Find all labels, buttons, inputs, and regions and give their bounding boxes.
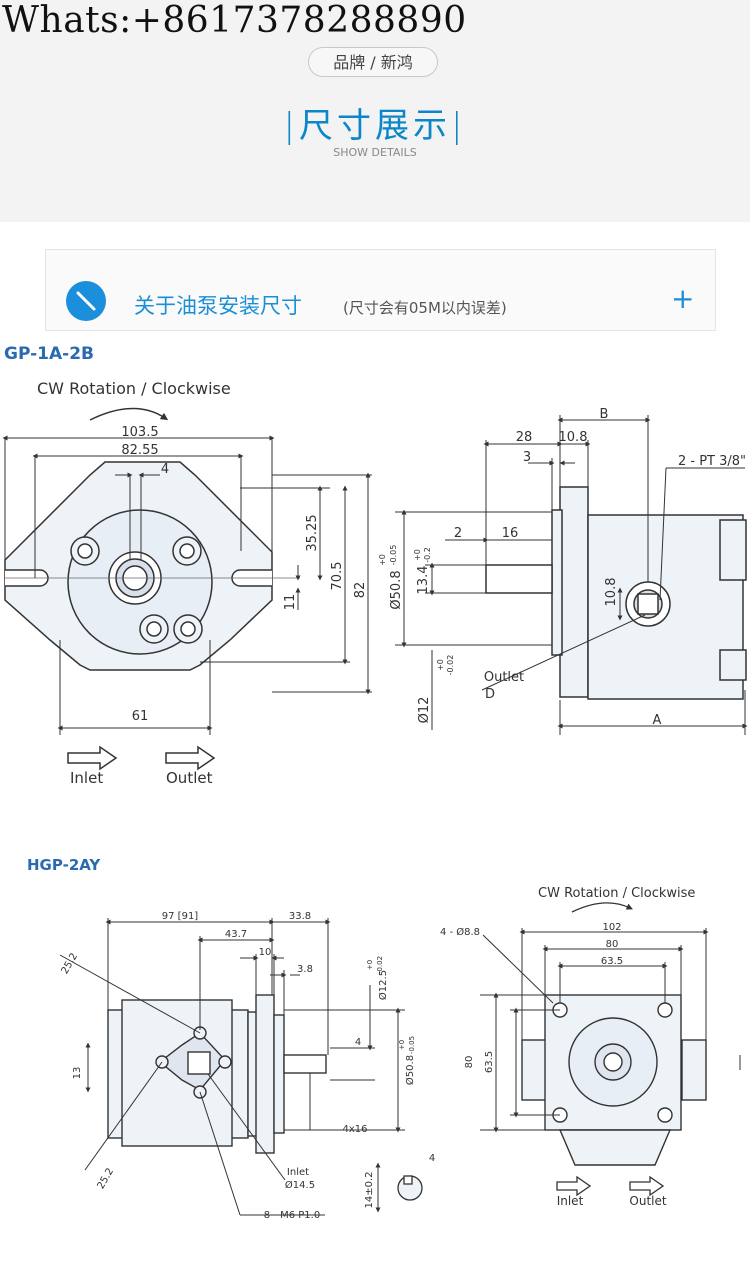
dim-D: D: [485, 687, 495, 702]
dim-4: 4: [161, 462, 169, 477]
dim-12-5: Ø12.5: [377, 970, 389, 1000]
outlet-port-label: Outlet: [484, 670, 524, 685]
dim-14: 14±0.2: [364, 1171, 375, 1208]
dim-12: Ø12: [417, 697, 432, 724]
dim-25-2-b: 25.2: [96, 1166, 117, 1191]
inlet-arrow-icon: [67, 745, 118, 771]
dim-63-5: 63.5: [601, 956, 623, 967]
title-bar-left: |: [283, 106, 299, 146]
outlet-label-1: Outlet: [166, 769, 213, 787]
dim-10-8-b: 10.8: [604, 578, 619, 607]
dim-82-55: 82.55: [121, 443, 158, 458]
slash-circle-icon: [66, 281, 106, 321]
outlet-arrow-icon-2: [629, 1175, 665, 1197]
panel-note: (尺寸会有05M以内误差): [343, 299, 507, 317]
dim-28: 28: [516, 430, 533, 445]
section-subtitle: SHOW DETAILS: [333, 146, 417, 159]
rotation-label-2: CW Rotation / Clockwise: [538, 886, 696, 901]
dim-25-2-a: 25.2: [60, 951, 81, 976]
pump-drawing-hgp2ay: 97 [91] 33.8 43.7 10 3.8 25.2 25.2 13 Ø1…: [60, 902, 741, 1221]
dim-12-tol-upper: +0: [436, 659, 445, 671]
dim-50-8-tol-lower: -0.05: [389, 545, 398, 566]
install-dimensions-panel[interactable]: 关于油泵安装尺寸 (尺寸会有05M以内误差) +: [45, 249, 716, 331]
dim-3: 3: [523, 450, 531, 465]
outlet-arrow-icon: [165, 745, 216, 771]
pump-drawing-gp1a2b: 103.5 82.55 4 61 35.25 70.5 82 11: [2, 407, 748, 771]
bolt-spec-label: 8 - M6 P1.0: [264, 1210, 320, 1221]
dim-2: 2: [454, 526, 462, 541]
dim-33-8: 33.8: [289, 911, 311, 922]
dim-35-25: 35.25: [305, 514, 320, 551]
dim-80-vertical: 80: [464, 1056, 475, 1069]
dim-10-8: 10.8: [559, 430, 588, 445]
dim-4-key: 4: [355, 1037, 361, 1048]
dim-70-5: 70.5: [330, 562, 345, 591]
outlet-label-2: Outlet: [629, 1194, 666, 1208]
dim-103-5: 103.5: [121, 425, 158, 440]
dim-12-tol-lower: -0.02: [446, 655, 455, 676]
inlet-port-label: Inlet: [287, 1167, 309, 1178]
dim-13-4: 13.4: [416, 566, 431, 595]
front-view-body: [4, 461, 273, 671]
dim-4x16: 4x16: [342, 1124, 367, 1135]
model-name-hgp2ay: HGP-2AY: [27, 856, 101, 874]
dim-63-5-vertical: 63.5: [484, 1051, 495, 1073]
dim-13-4-tol-lower: -0.2: [423, 547, 432, 563]
dim-A: A: [653, 713, 662, 728]
dim-50-8: Ø50.8: [389, 570, 404, 609]
expand-plus-icon[interactable]: +: [671, 282, 695, 315]
title-bar-right: |: [451, 106, 467, 146]
dim-B: B: [600, 407, 609, 422]
contact-phone: Whats:+8617378288890: [2, 0, 467, 41]
dim-50-8-b: Ø50.8: [404, 1055, 416, 1085]
side-view-body: [485, 486, 747, 700]
title-text: 尺寸展示: [299, 106, 451, 146]
rotation-label-1: CW Rotation / Clockwise: [37, 379, 231, 398]
key-section: [397, 1175, 423, 1201]
inlet-arrow-icon-2: [556, 1175, 592, 1197]
dim-16: 16: [502, 526, 519, 541]
brand-badge: 品牌 / 新鸿: [308, 47, 438, 77]
dim-14-5: Ø14.5: [285, 1179, 315, 1191]
dim-102: 102: [602, 922, 621, 933]
dim-13: 13: [72, 1067, 83, 1080]
hgp-front-view-body: [521, 994, 707, 1166]
dim-97: 97 [91]: [162, 911, 199, 922]
section-title: |尺寸展示|: [0, 98, 750, 147]
dim-50-8-tol-upper: +0: [378, 554, 387, 566]
dim-82: 82: [353, 582, 368, 599]
inlet-label-2: Inlet: [557, 1194, 584, 1208]
dim-3-8: 3.8: [297, 964, 313, 975]
dim-50-8-b-tol-upper: +0: [398, 1040, 406, 1050]
port-thread-label: 2 - PT 3/8": [678, 454, 746, 469]
inlet-label-1: Inlet: [70, 769, 104, 787]
panel-title: 关于油泵安装尺寸: [134, 294, 302, 318]
dim-10: 10: [259, 947, 272, 958]
dim-80: 80: [606, 939, 619, 950]
dim-13-4-tol-upper: +0: [413, 549, 422, 561]
dim-50-8-b-tol-lower: -0.05: [408, 1036, 416, 1054]
model-name-gp1a2b: GP-1A-2B: [4, 344, 94, 364]
dim-43-7: 43.7: [225, 929, 247, 940]
hgp-side-view-body: [107, 994, 327, 1154]
header-banner: Whats:+8617378288890 品牌 / 新鸿 |尺寸展示| SHOW…: [0, 0, 750, 222]
dim-61: 61: [132, 709, 149, 724]
dim-11: 11: [283, 594, 298, 611]
dim-12-5-tol-upper: +0: [366, 960, 374, 970]
dim-12-5-tol-lower: -0.02: [376, 956, 384, 974]
dim-4-b: 4: [429, 1153, 435, 1164]
mount-hole-label: 4 - Ø8.8: [440, 926, 480, 938]
